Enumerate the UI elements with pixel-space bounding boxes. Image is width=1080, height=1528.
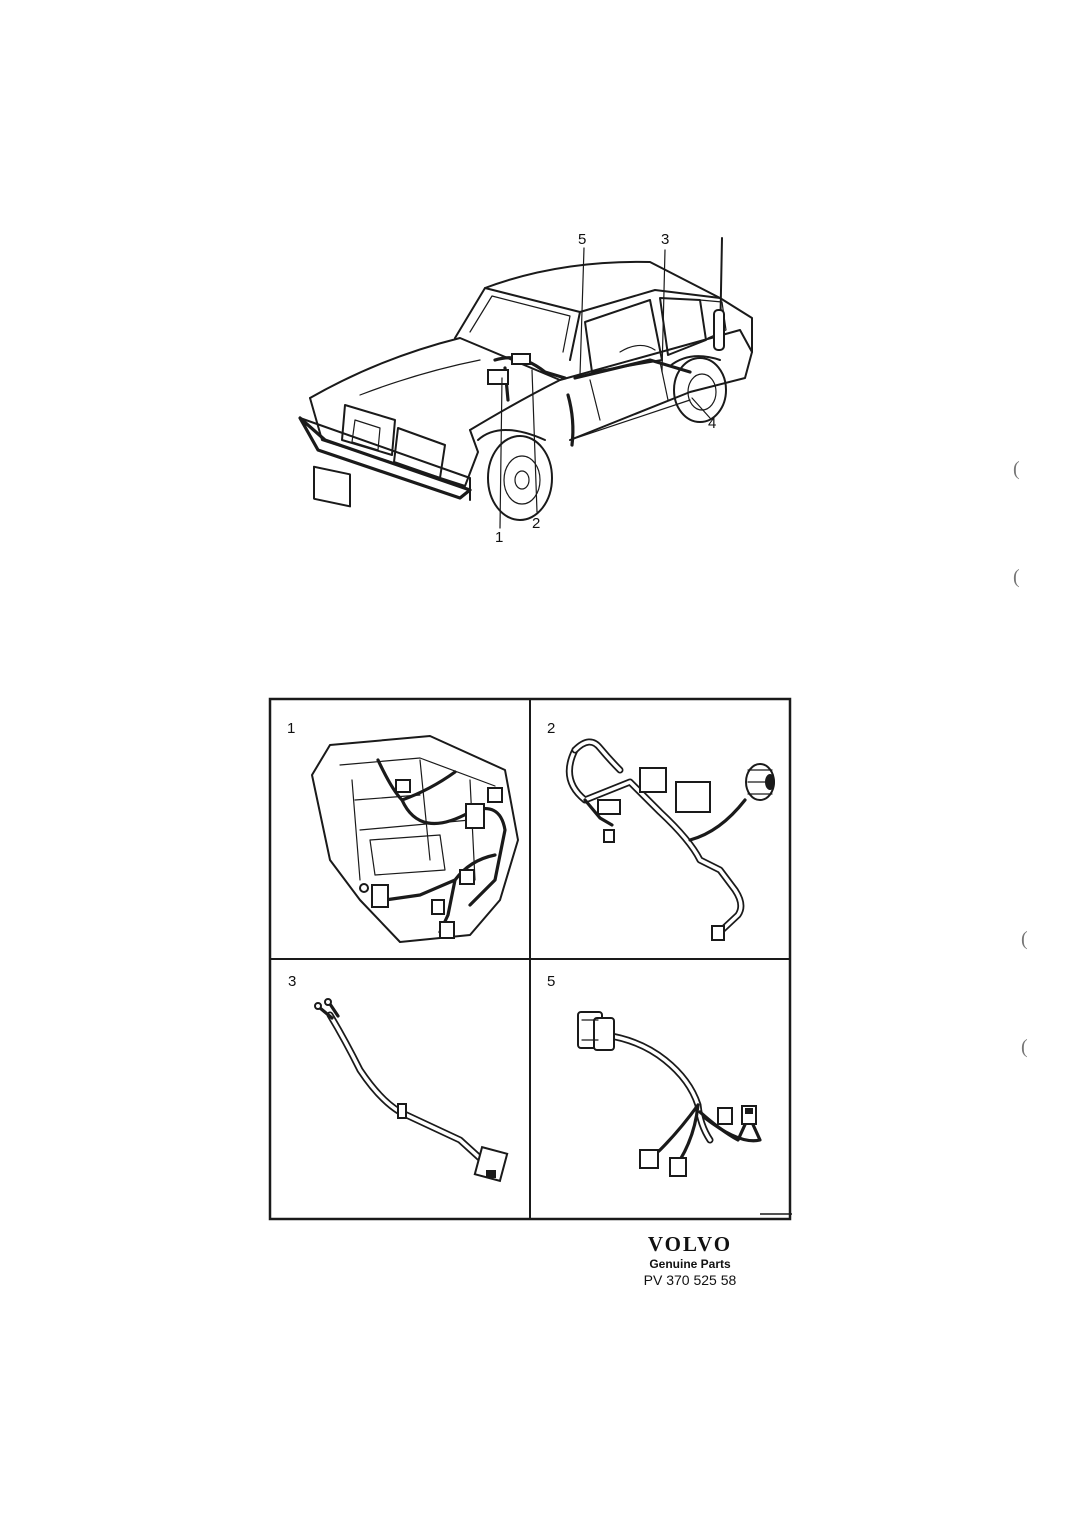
car-body-outline: [298, 260, 753, 521]
cable-3-drawing: [314, 998, 509, 1183]
callout-leaders: [499, 247, 711, 529]
panel-grid-frame: [268, 697, 792, 1221]
panel-1: 1: [287, 720, 519, 943]
panel-3-number: 3: [288, 973, 296, 990]
panel-2: 2: [547, 720, 775, 941]
brand-block: VOLVO Genuine Parts PV 370 525 58: [620, 1232, 760, 1289]
harness-2-drawing: [565, 738, 775, 941]
callout-4: 4: [708, 415, 716, 432]
harness-5-drawing: [577, 1011, 762, 1177]
panel-5: 5: [547, 973, 762, 1177]
antenna: [713, 237, 725, 351]
callout-1: 1: [495, 529, 503, 546]
panel-5-number: 5: [547, 973, 555, 990]
margin-mark: (: [1021, 928, 1028, 950]
margin-mark: (: [1013, 566, 1020, 588]
panel-1-number: 1: [287, 720, 295, 737]
panel-3: 3: [288, 973, 509, 1183]
part-number: PV 370 525 58: [643, 1272, 737, 1288]
callout-5: 5: [578, 231, 586, 248]
panel-2-number: 2: [547, 720, 555, 737]
callout-3: 3: [661, 231, 669, 248]
margin-mark: (: [1021, 1036, 1028, 1058]
round-connector: [745, 763, 775, 801]
dashboard-harness-drawing: [311, 735, 519, 943]
brand-tagline: Genuine Parts: [649, 1257, 731, 1271]
callout-2: 2: [532, 515, 540, 532]
double-plug: [577, 1011, 615, 1051]
volvo-logo: VOLVO: [647, 1232, 733, 1256]
car-wiring: [487, 344, 692, 447]
margin-mark: (: [1013, 458, 1020, 480]
